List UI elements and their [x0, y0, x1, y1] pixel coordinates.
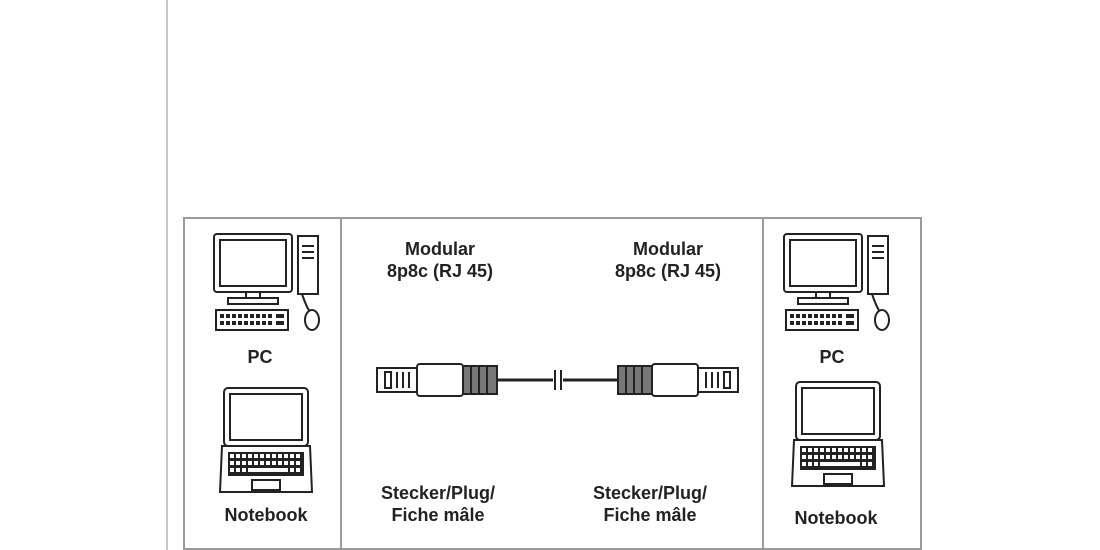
- rj45-plug-icon-right: [617, 363, 739, 397]
- left-plug-label-line2: Fiche mâle: [391, 505, 485, 525]
- right-plug-label-line2: Fiche mâle: [603, 505, 697, 525]
- left-connector-label-line2: 8p8c (RJ 45): [386, 261, 494, 281]
- desktop-pc-icon: [783, 233, 890, 331]
- notebook-label: Notebook: [224, 505, 308, 525]
- page-border-line: [166, 0, 168, 550]
- cable-assembly-icon: [376, 363, 739, 397]
- rj45-plug-icon-left: [376, 363, 498, 397]
- notebook-icon: [790, 381, 886, 487]
- right-plug-label-line1: Stecker/Plug/: [592, 483, 708, 503]
- notebook-icon: [218, 387, 314, 493]
- pc-label: PC: [247, 347, 273, 367]
- right-connector-label-line1: Modular: [633, 239, 703, 259]
- notebook-label: Notebook: [794, 508, 878, 528]
- desktop-pc-icon: [213, 233, 320, 331]
- right-connector-label: Modular 8p8c (RJ 45): [598, 238, 738, 282]
- right-connector-label-line2: 8p8c (RJ 45): [614, 261, 722, 281]
- left-connector-label: Modular 8p8c (RJ 45): [370, 238, 510, 282]
- right-plug-label: Stecker/Plug/ Fiche mâle: [580, 482, 720, 526]
- left-plug-label: Stecker/Plug/ Fiche mâle: [368, 482, 508, 526]
- pc-label: PC: [819, 347, 845, 367]
- left-connector-label-line1: Modular: [405, 239, 475, 259]
- left-plug-label-line1: Stecker/Plug/: [380, 483, 496, 503]
